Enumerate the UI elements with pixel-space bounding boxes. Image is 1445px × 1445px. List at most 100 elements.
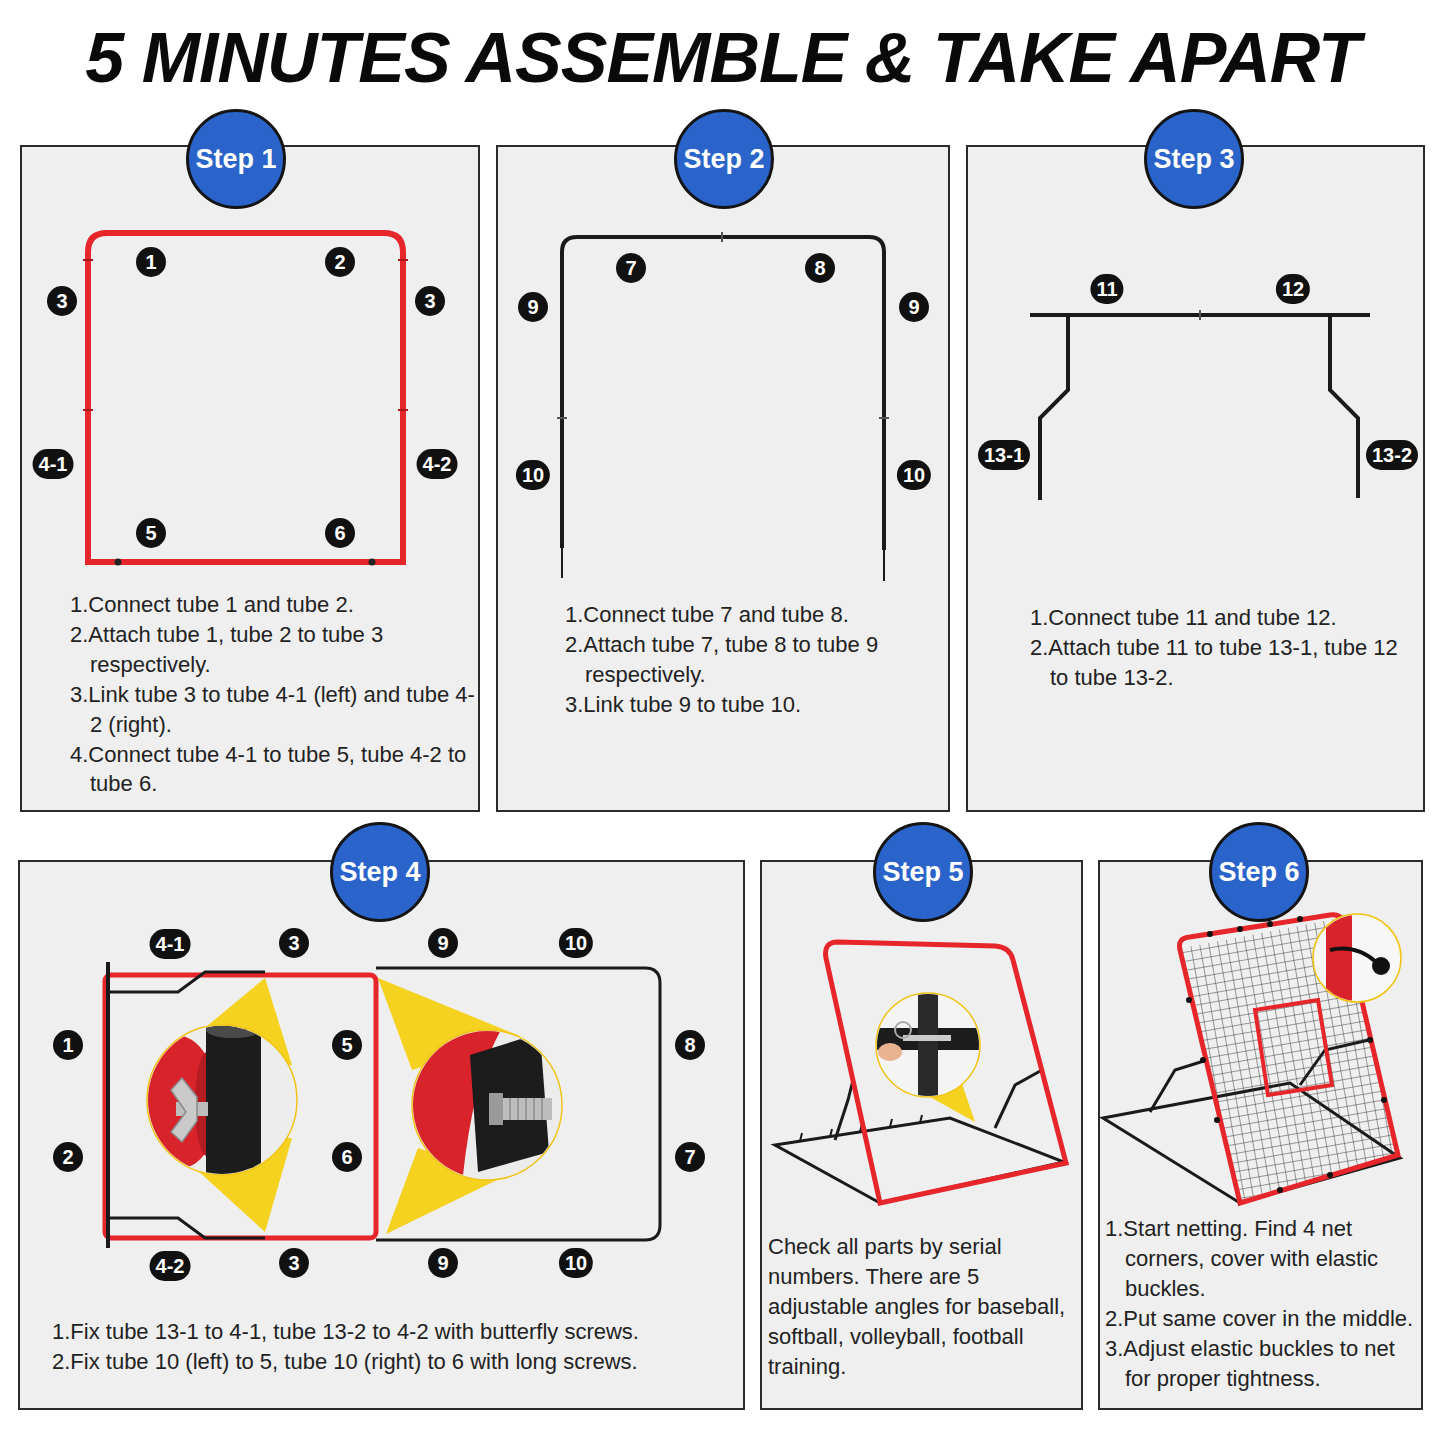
instruction-text: 2.Attach tube 1, tube 2 to tube 3 respec… (70, 620, 475, 680)
callout-number: 4-2 (417, 449, 458, 479)
red-frame-step1 (369, 559, 376, 566)
rebounder-step5 (775, 942, 1066, 1203)
callout-number: 7 (675, 1142, 705, 1172)
long-screw-detail (410, 1028, 552, 1185)
instruction-text: 1.Fix tube 13-1 to 4-1, tube 13-2 to 4-2… (52, 1317, 737, 1347)
callout-number: 9 (428, 1248, 458, 1278)
long-screw-detail (410, 1028, 562, 1185)
panel-ground (18, 860, 745, 1410)
assembly-top-view-step4 (108, 1218, 265, 1238)
step-panel: Check all parts by serial numbers. There… (760, 860, 1083, 1410)
rebounder-net-step6 (1214, 1117, 1220, 1123)
black-frame-step2 (557, 417, 567, 419)
callout-number: 13-2 (1366, 440, 1418, 470)
callout-number: 9 (428, 928, 458, 958)
instruction-text: 3.Link tube 3 to tube 4-1 (left) and tub… (70, 680, 475, 740)
instruction-text: 3.Adjust elastic buckles to net for prop… (1105, 1334, 1421, 1394)
assembly-top-view-step4 (376, 968, 660, 1240)
long-screw-detail (510, 1098, 542, 1120)
rebounder-net-step6 (1237, 926, 1243, 932)
rebounder-net-step6 (1297, 916, 1303, 922)
instruction-block: 1.Start netting. Find 4 net corners, cov… (1105, 1214, 1421, 1393)
step-panel: 1.Start netting. Find 4 net corners, cov… (1098, 860, 1423, 1410)
instruction-block: 1.Connect tube 1 and tube 2.2.Attach tub… (70, 590, 475, 799)
rebounder-net-step6 (1186, 997, 1192, 1003)
panel-ground (496, 145, 950, 812)
rebounder-step5 (876, 992, 980, 1102)
red-frame-step1 (83, 233, 408, 566)
black-frame-step2 (562, 548, 884, 581)
panel-ground (966, 145, 1425, 812)
callout-number: 3 (47, 286, 77, 316)
rebounder-step5 (878, 1043, 902, 1061)
black-frame-step2 (562, 237, 884, 550)
callout-number: 10 (897, 460, 931, 490)
callout-number: 5 (136, 518, 166, 548)
rebounder-net-step6 (1103, 912, 1401, 1203)
instruction-block: 1.Connect tube 7 and tube 8.2.Attach tub… (565, 600, 940, 720)
callout-number: 2 (53, 1142, 83, 1172)
step-panel: 1.Connect tube 1 and tube 2.2.Attach tub… (20, 145, 480, 812)
assembly-top-view-step4 (105, 962, 660, 1248)
butterfly-screw-detail (206, 1020, 261, 1185)
rebounder-net-step6 (1326, 912, 1352, 1007)
title-text: 5 MINUTES ASSEMBLE & TAKE APART (85, 19, 1359, 97)
support-frame-step3 (1040, 315, 1068, 500)
step-panel: 1.Connect tube 7 and tube 8.2.Attach tub… (496, 145, 950, 812)
rebounder-net-step6 (1267, 921, 1273, 927)
rebounder-net-step6 (1326, 912, 1390, 1007)
callout-number: 10 (559, 1248, 593, 1278)
rebounder-step5 (918, 992, 938, 1102)
callout-number: 5 (332, 1030, 362, 1060)
rebounder-step5 (775, 1118, 1064, 1203)
instruction-text: 2.Attach tube 11 to tube 13-1, tube 12 t… (1030, 633, 1410, 693)
callout-number: 1 (53, 1030, 83, 1060)
rebounder-net-step6 (1367, 1037, 1373, 1043)
red-frame-step1 (398, 409, 408, 411)
assembly-top-view-step4 (108, 972, 265, 992)
step-panel: 1.Connect tube 11 and tube 12.2.Attach t… (966, 145, 1425, 812)
instruction-block: Check all parts by serial numbers. There… (768, 1232, 1079, 1382)
callout-number: 8 (805, 253, 835, 283)
long-screw-detail (489, 1093, 503, 1125)
instruction-text: 2.Attach tube 7, tube 8 to tube 9 respec… (565, 630, 940, 690)
rebounder-net-step6 (1200, 1057, 1206, 1063)
butterfly-screw-detail (147, 1020, 297, 1185)
callout-number: 11 (1090, 274, 1123, 304)
red-frame-step1 (88, 233, 403, 562)
rebounder-step5 (995, 1070, 1042, 1128)
callout-number: 4-1 (150, 929, 191, 959)
callout-number: 7 (616, 253, 646, 283)
instruction-text: 2.Fix tube 10 (left) to 5, tube 10 (righ… (52, 1347, 737, 1377)
long-screw-detail (500, 1098, 552, 1120)
panel-ground (1098, 860, 1423, 1410)
rebounder-net-step6 (1381, 1097, 1387, 1103)
rebounder-step5 (826, 942, 1067, 1203)
black-frame-step2 (721, 232, 723, 242)
step-badge: Step 2 (674, 109, 774, 209)
rebounder-net-step6 (1372, 957, 1390, 975)
instruction-block: 1.Fix tube 13-1 to 4-1, tube 13-2 to 4-2… (52, 1317, 737, 1377)
callout-number: 4-1 (33, 449, 74, 479)
step-badge: Step 1 (186, 109, 286, 209)
support-frame-step3 (1199, 310, 1201, 320)
butterfly-screw-detail (206, 1022, 260, 1038)
instruction-text: 1.Connect tube 11 and tube 12. (1030, 603, 1410, 633)
instruction-text: Check all parts by serial numbers. There… (768, 1232, 1079, 1382)
step-label: Step 3 (1153, 144, 1234, 175)
callout-number: 2 (325, 247, 355, 277)
instruction-text: 3.Link tube 9 to tube 10. (565, 690, 940, 720)
support-frame-step3 (1330, 315, 1358, 498)
callout-number: 3 (279, 1248, 309, 1278)
callout-number: 1 (136, 247, 166, 277)
step-label: Step 4 (339, 857, 420, 888)
instruction-text: 4.Connect tube 4-1 to tube 5, tube 4-2 t… (70, 740, 475, 800)
callout-number: 13-1 (978, 440, 1030, 470)
callout-number: 10 (559, 928, 593, 958)
step-badge: Step 4 (330, 822, 430, 922)
red-frame-step1 (83, 259, 93, 261)
callout-number: 8 (675, 1030, 705, 1060)
